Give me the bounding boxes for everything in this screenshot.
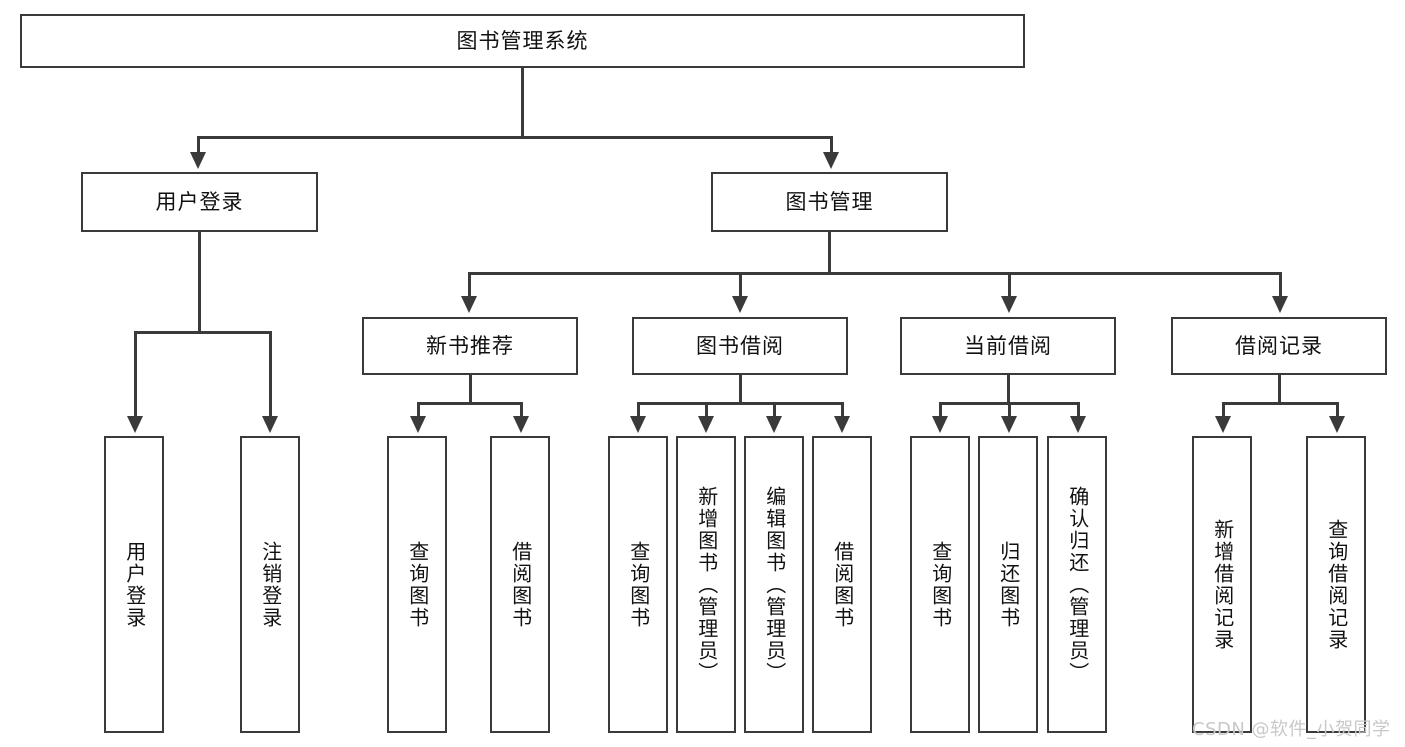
node-label: 注销登录 bbox=[258, 540, 283, 629]
connector-level3-bus bbox=[468, 272, 1282, 275]
node-user-login[interactable]: 用户登录 bbox=[81, 172, 318, 232]
node-label: 图书借阅 bbox=[696, 333, 784, 358]
node-current-borrow[interactable]: 当前借阅 bbox=[900, 317, 1116, 375]
node-label: 归还图书 bbox=[996, 540, 1021, 629]
node-label: 借阅图书 bbox=[508, 540, 533, 629]
connector-borrow-book-child-4 bbox=[841, 402, 844, 418]
node-label: 借阅图书 bbox=[830, 540, 855, 629]
leaf-borrow-book-borrow[interactable]: 借阅图书 bbox=[812, 436, 872, 733]
connector-new-book-child-1 bbox=[417, 402, 420, 418]
csdn-watermark: CSDN @软件_小贺同学 bbox=[1192, 719, 1391, 740]
arrow-new-book-child-2 bbox=[513, 416, 529, 433]
node-label: 借阅记录 bbox=[1235, 333, 1323, 358]
node-book-borrow[interactable]: 图书借阅 bbox=[632, 317, 848, 375]
leaf-borrow-book-query[interactable]: 查询图书 bbox=[608, 436, 668, 733]
arrow-current-borrow-child-3 bbox=[1070, 416, 1086, 433]
connector-book-mgmt-stem bbox=[828, 232, 831, 274]
node-label: 查询图书 bbox=[626, 540, 651, 629]
arrow-to-user-login bbox=[190, 152, 206, 169]
arrow-borrow-book-child-4 bbox=[834, 416, 850, 433]
arrow-borrow-book-child-3 bbox=[766, 416, 782, 433]
connector-to-borrow-book bbox=[739, 272, 742, 298]
arrow-current-borrow-child-1 bbox=[932, 416, 948, 433]
node-new-book-recommend[interactable]: 新书推荐 bbox=[362, 317, 578, 375]
node-label: 用户登录 bbox=[155, 189, 244, 214]
connector-to-borrow-record bbox=[1279, 272, 1282, 298]
arrow-borrow-record-child-2 bbox=[1329, 416, 1345, 433]
node-book-management[interactable]: 图书管理 bbox=[711, 172, 948, 232]
leaf-current-borrow-query[interactable]: 查询图书 bbox=[910, 436, 970, 733]
connector-borrow-record-stem bbox=[1278, 375, 1281, 404]
node-label: 图书管理系统 bbox=[456, 28, 589, 53]
connector-borrow-book-child-2 bbox=[705, 402, 708, 418]
node-borrow-record[interactable]: 借阅记录 bbox=[1171, 317, 1387, 375]
connector-borrow-record-bus bbox=[1222, 402, 1337, 405]
arrow-to-borrow-record bbox=[1272, 296, 1288, 313]
leaf-current-borrow-confirm[interactable]: 确认归还（管理员） bbox=[1047, 436, 1107, 733]
leaf-new-book-query[interactable]: 查询图书 bbox=[387, 436, 447, 733]
leaf-borrow-book-edit[interactable]: 编辑图书（管理员） bbox=[744, 436, 804, 733]
connector-current-borrow-child-2 bbox=[1008, 402, 1011, 418]
arrow-borrow-book-child-2 bbox=[698, 416, 714, 433]
connector-borrow-record-child-2 bbox=[1336, 402, 1339, 418]
node-label: 当前借阅 bbox=[964, 333, 1052, 358]
connector-to-user-login bbox=[197, 136, 200, 154]
leaf-new-book-borrow[interactable]: 借阅图书 bbox=[490, 436, 550, 733]
arrow-new-book-child-1 bbox=[410, 416, 426, 433]
connector-borrow-book-child-1 bbox=[637, 402, 640, 418]
connector-user-login-child-1 bbox=[134, 331, 137, 418]
arrow-to-new-book bbox=[461, 296, 477, 313]
connector-to-current-borrow bbox=[1008, 272, 1011, 298]
connector-root-stem bbox=[521, 68, 524, 138]
connector-borrow-book-bus bbox=[637, 402, 842, 405]
arrow-borrow-record-child-1 bbox=[1215, 416, 1231, 433]
connector-new-book-bus bbox=[417, 402, 521, 405]
node-label: 查询图书 bbox=[405, 540, 430, 629]
arrow-to-current-borrow bbox=[1001, 296, 1017, 313]
connector-current-borrow-stem bbox=[1007, 375, 1010, 404]
connector-new-book-stem bbox=[469, 375, 472, 404]
node-label: 查询借阅记录 bbox=[1324, 518, 1349, 651]
node-label: 确认归还（管理员） bbox=[1065, 485, 1090, 684]
connector-borrow-book-child-3 bbox=[773, 402, 776, 418]
connector-borrow-record-child-1 bbox=[1222, 402, 1225, 418]
leaf-borrow-record-query[interactable]: 查询借阅记录 bbox=[1306, 436, 1366, 733]
node-label: 用户登录 bbox=[122, 540, 147, 629]
arrow-to-book-mgmt bbox=[823, 152, 839, 169]
arrow-user-login-child-1 bbox=[127, 416, 143, 433]
arrow-borrow-book-child-1 bbox=[630, 416, 646, 433]
leaf-borrow-book-add[interactable]: 新增图书（管理员） bbox=[676, 436, 736, 733]
node-label: 新增借阅记录 bbox=[1210, 518, 1235, 651]
connector-to-new-book bbox=[468, 272, 471, 298]
leaf-borrow-record-add[interactable]: 新增借阅记录 bbox=[1192, 436, 1252, 733]
connector-user-login-stem bbox=[198, 232, 201, 333]
arrow-current-borrow-child-2 bbox=[1001, 416, 1017, 433]
arrow-to-borrow-book bbox=[732, 296, 748, 313]
leaf-user-login-logout[interactable]: 注销登录 bbox=[240, 436, 300, 733]
node-label: 编辑图书（管理员） bbox=[762, 485, 787, 684]
connector-to-book-mgmt bbox=[830, 136, 833, 154]
connector-current-borrow-child-1 bbox=[939, 402, 942, 418]
node-label: 新书推荐 bbox=[426, 333, 514, 358]
connector-user-login-bus bbox=[134, 331, 270, 334]
node-label: 查询图书 bbox=[928, 540, 953, 629]
leaf-current-borrow-return[interactable]: 归还图书 bbox=[978, 436, 1038, 733]
connector-level2-bus bbox=[197, 136, 832, 139]
connector-new-book-child-2 bbox=[520, 402, 523, 418]
leaf-user-login-login[interactable]: 用户登录 bbox=[104, 436, 164, 733]
connector-user-login-child-2 bbox=[269, 331, 272, 418]
node-root-system[interactable]: 图书管理系统 bbox=[20, 14, 1025, 68]
connector-current-borrow-child-3 bbox=[1077, 402, 1080, 418]
node-label: 图书管理 bbox=[785, 189, 874, 214]
connector-borrow-book-stem bbox=[739, 375, 742, 404]
node-label: 新增图书（管理员） bbox=[694, 485, 719, 684]
arrow-user-login-child-2 bbox=[262, 416, 278, 433]
